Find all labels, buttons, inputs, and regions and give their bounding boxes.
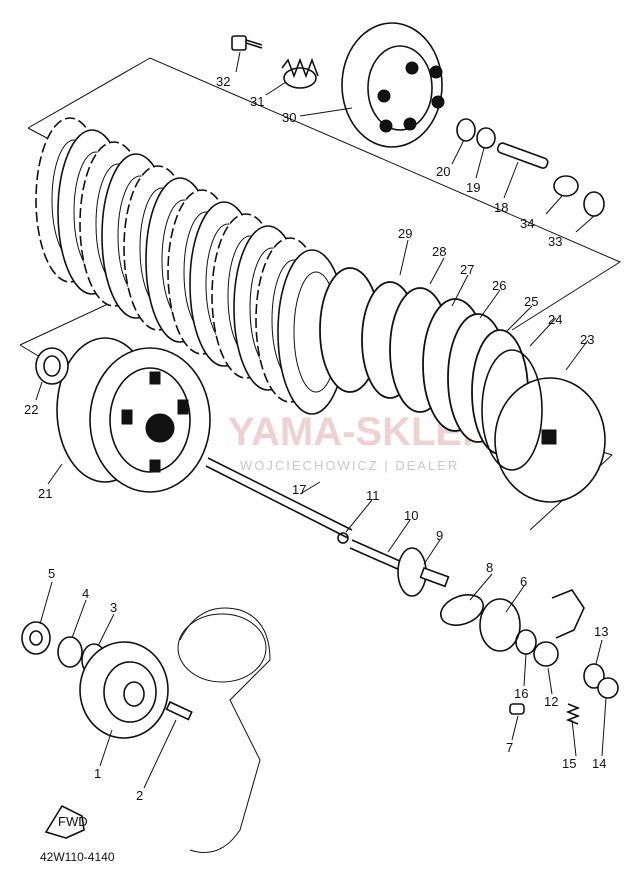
callout-15: 15 bbox=[562, 756, 576, 771]
callout-19: 19 bbox=[466, 180, 480, 195]
callout-4: 4 bbox=[82, 586, 89, 601]
leader-lines bbox=[35, 51, 607, 789]
callout-2: 2 bbox=[136, 788, 143, 803]
callout-26: 26 bbox=[492, 278, 506, 293]
callout-20: 20 bbox=[436, 164, 450, 179]
release-lever bbox=[533, 589, 585, 667]
callout-6: 6 bbox=[520, 574, 527, 589]
callout-31: 31 bbox=[250, 94, 264, 109]
crankshaft-outline bbox=[177, 607, 271, 853]
callout-28: 28 bbox=[432, 244, 446, 259]
callout-8: 8 bbox=[486, 560, 493, 575]
callout-12: 12 bbox=[544, 694, 558, 709]
lock-washer bbox=[57, 636, 83, 668]
callout-18: 18 bbox=[494, 200, 508, 215]
callout-16: 16 bbox=[514, 686, 528, 701]
callout-17: 17 bbox=[292, 482, 306, 497]
callout-5: 5 bbox=[48, 566, 55, 581]
woodruff-key bbox=[165, 700, 193, 721]
clutch-plate-stack bbox=[35, 117, 529, 455]
callout-9: 9 bbox=[436, 528, 443, 543]
push-lever-shaft bbox=[349, 539, 450, 597]
callout-21: 21 bbox=[38, 486, 52, 501]
pressure-plate-bolt bbox=[231, 35, 263, 51]
callout-11: 11 bbox=[366, 488, 380, 503]
pressure-plate bbox=[341, 22, 445, 148]
o-ring bbox=[337, 532, 349, 544]
callout-23: 23 bbox=[580, 332, 594, 347]
callout-33: 33 bbox=[548, 234, 562, 249]
push-rod bbox=[205, 457, 353, 539]
lever-washer-and-nut bbox=[583, 663, 619, 699]
callout-14: 14 bbox=[592, 756, 606, 771]
callout-13: 13 bbox=[594, 624, 608, 639]
callout-1: 1 bbox=[94, 766, 101, 781]
callout-30: 30 bbox=[282, 110, 296, 125]
forward-direction-marker: FWD bbox=[44, 804, 88, 839]
dowel-pin bbox=[509, 703, 525, 715]
callout-22: 22 bbox=[24, 402, 38, 417]
callout-34: 34 bbox=[520, 216, 534, 231]
shaft-plate-and-bearing bbox=[439, 594, 537, 655]
callout-25: 25 bbox=[524, 294, 538, 309]
watermark-subtext: WOJCIECHOWICZ | DEALER bbox=[240, 458, 459, 473]
clutch-spring bbox=[281, 57, 319, 89]
callout-29: 29 bbox=[398, 226, 412, 241]
callout-32: 32 bbox=[216, 74, 230, 89]
callout-10: 10 bbox=[404, 508, 418, 523]
clutch-boss bbox=[481, 349, 606, 503]
callout-24: 24 bbox=[548, 312, 562, 327]
fwd-label: FWD bbox=[58, 814, 88, 829]
callout-7: 7 bbox=[506, 740, 513, 755]
primary-drive-gear bbox=[79, 641, 169, 739]
push-rod-hardware bbox=[456, 118, 605, 217]
callout-numbers: 32 31 30 20 19 18 34 33 29 28 27 26 25 2… bbox=[24, 74, 608, 803]
drawing-code: 42W110-4140 bbox=[40, 850, 115, 864]
return-spring bbox=[565, 703, 581, 725]
clutch-nut bbox=[35, 347, 69, 385]
callout-3: 3 bbox=[110, 600, 117, 615]
primary-drive-nut bbox=[21, 621, 51, 655]
clutch-housing bbox=[56, 337, 211, 493]
callout-27: 27 bbox=[460, 262, 474, 277]
